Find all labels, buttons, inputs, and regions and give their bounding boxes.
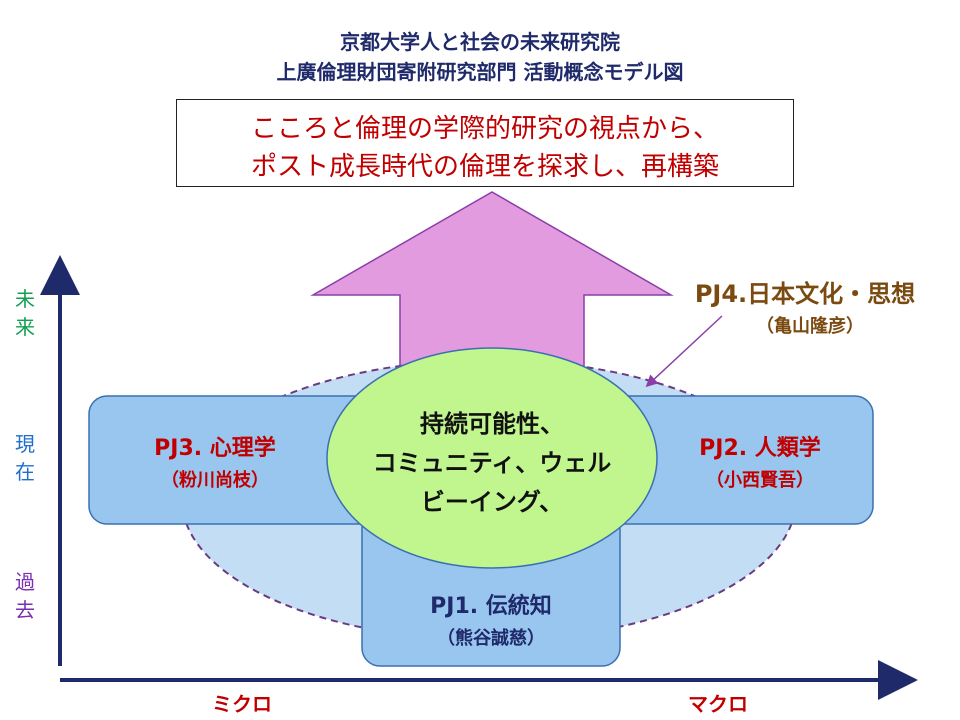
y-label-future: 未 来 bbox=[10, 285, 40, 341]
center-ellipse bbox=[326, 347, 658, 569]
pj4-person: （亀山隆彦） bbox=[756, 316, 864, 337]
y-label-past: 過 去 bbox=[10, 568, 40, 624]
pj4-pointer-arrow bbox=[645, 315, 723, 388]
pj2-title: PJ2. 人類学 bbox=[699, 436, 821, 461]
diagram-title-line1: 京都大学人と社会の未来研究院 bbox=[340, 30, 620, 54]
goal-line2: ポスト成長時代の倫理を探求し、再構築 bbox=[250, 152, 719, 182]
x-label-macro: マクロ bbox=[688, 692, 748, 716]
goal-line1: こころと倫理の学際的研究の視点から、 bbox=[250, 114, 719, 144]
pj1-title: PJ1. 伝統知 bbox=[430, 594, 552, 619]
goal-box: こころと倫理の学際的研究の視点から、 ポスト成長時代の倫理を探求し、再構築 bbox=[176, 99, 794, 187]
y-label-future-char2: 来 bbox=[15, 315, 35, 339]
y-label-future-char1: 未 bbox=[15, 287, 35, 311]
y-label-present: 現 在 bbox=[10, 430, 40, 486]
pj2-person: （小西賢吾） bbox=[706, 470, 814, 491]
diagram-title-line2: 上廣倫理財団寄附研究部門 活動概念モデル図 bbox=[276, 60, 684, 84]
center-text-line2: コミュニティ、ウェル bbox=[372, 449, 612, 477]
pj4-title: PJ4.日本文化・思想 bbox=[694, 280, 916, 308]
center-text-line3: ビーイング、 bbox=[420, 488, 564, 516]
pj1-person: （熊谷誠慈） bbox=[437, 628, 545, 649]
y-label-present-char2: 在 bbox=[15, 460, 35, 484]
center-text-line1: 持続可能性、 bbox=[420, 410, 564, 438]
y-label-past-char1: 過 bbox=[15, 570, 35, 594]
x-label-micro: ミクロ bbox=[212, 692, 272, 716]
pj3-person: （粉川尚枝） bbox=[161, 470, 269, 491]
y-label-past-char2: 去 bbox=[15, 598, 35, 622]
y-label-present-char1: 現 bbox=[15, 432, 35, 456]
pj3-title: PJ3. 心理学 bbox=[154, 436, 276, 461]
